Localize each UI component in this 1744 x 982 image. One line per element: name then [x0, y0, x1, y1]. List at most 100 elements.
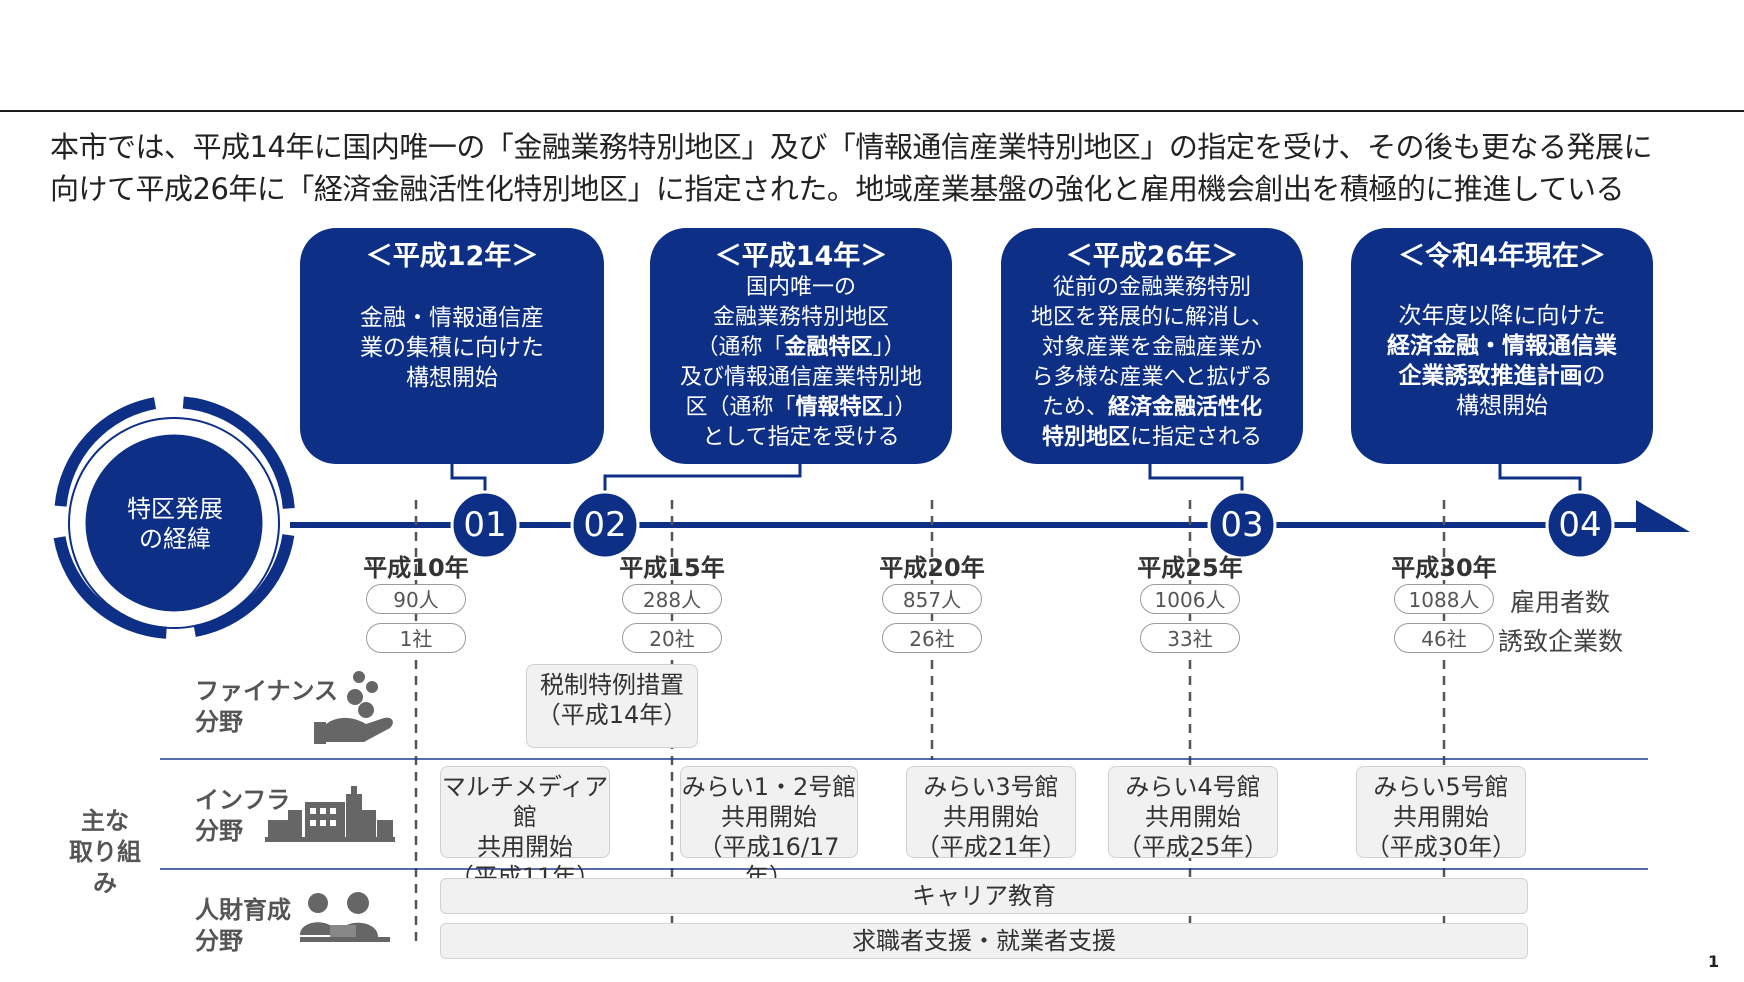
infra-box-line: 共用開始	[1145, 803, 1241, 831]
card-line: ら多様な産業へと拡げる	[1031, 365, 1273, 390]
card-line: 対象産業を金融産業か	[1041, 335, 1262, 360]
infra-box-line: 共用開始	[1393, 803, 1489, 831]
card-bold-text: 企業誘致推進計画	[1398, 363, 1583, 389]
hub-circle	[82, 431, 266, 615]
card-h14: ＜平成14年＞ 国内唯一の 金融業務特別地区 （通称「金融特区」） 及び情報通信…	[650, 228, 952, 464]
main-efforts-line-2: 取り組み	[69, 838, 141, 897]
infra-box-line: （平成30年）	[1365, 833, 1517, 861]
milestone-circle-02	[570, 490, 640, 560]
companies-label: 誘致企業数	[1498, 627, 1624, 656]
main-efforts-line-1: 主な	[81, 807, 129, 835]
card-line: 次年度以降に向けた	[1398, 303, 1606, 329]
companies-pill: 46社	[1394, 623, 1494, 653]
intro-line-2: 向けて平成26年に「経済金融活性化特別地区」に指定された。地域産業基盤の強化と雇…	[50, 172, 1625, 206]
category-infra-line-2: 分野	[195, 817, 243, 845]
hub-label: 特区発展 の経緯	[110, 494, 240, 554]
employees-label: 雇用者数	[1510, 588, 1611, 617]
card-body: 金融・情報通信産 業の集積に向けた 構想開始	[300, 303, 604, 393]
finance-box-line-2: （平成14年）	[536, 701, 688, 729]
milestone-number-04: 04	[1558, 505, 1602, 545]
infra-box-line: （平成25年）	[1117, 833, 1269, 861]
card-line: 金融・情報通信産	[360, 305, 544, 331]
card-line: 経済金融・情報通信業	[1359, 331, 1645, 361]
milestone-circle-01	[450, 490, 520, 560]
employees-pill: 1006人	[1140, 584, 1240, 614]
card-text: 」）	[872, 335, 906, 360]
card-line: 構想開始	[1456, 393, 1548, 419]
category-hr-line-1: 人財育成	[195, 896, 291, 924]
page-number: 1	[1708, 952, 1720, 971]
career-education-bar: キャリア教育	[440, 878, 1528, 914]
employees-pill: 90人	[366, 584, 466, 614]
header-divider	[0, 110, 1744, 112]
card-bold-text: 経済金融・情報通信業	[1387, 333, 1617, 359]
card-title: ＜令和4年現在＞	[1398, 241, 1606, 272]
card-line: 金融業務特別地区	[712, 305, 889, 330]
infra-box: みらい1・2号館 共用開始 （平成16/17年）	[680, 766, 858, 891]
infra-box-line: （平成21年）	[915, 833, 1067, 861]
card-line: 従前の金融業務特別	[1052, 275, 1251, 300]
employees-pill: 857人	[882, 584, 982, 614]
infra-box: みらい5号館 共用開始 （平成30年）	[1356, 766, 1526, 861]
finance-tax-box: 税制特例措置 （平成14年）	[526, 664, 698, 748]
hub-ring	[53, 396, 295, 639]
year-label-h30: 平成30年	[1391, 554, 1497, 582]
card-bold-text: 情報特区	[795, 395, 884, 420]
category-finance-line-1: ファイナンス	[195, 677, 339, 705]
card-line: 特別地区に指定される	[1009, 423, 1295, 453]
card-line: （通称「金融特区」）	[658, 333, 944, 363]
card-line: ため、経済金融活性化	[1009, 393, 1295, 423]
intro-line-1: 本市では、平成14年に国内唯一の「金融業務特別地区」及び「情報通信産業特別地区」…	[50, 130, 1652, 164]
card-connectors	[450, 463, 1582, 500]
milestone-number-01: 01	[463, 505, 507, 545]
infra-box-line: マルチメディア館	[441, 773, 609, 831]
card-text: の	[1582, 363, 1606, 389]
card-title: ＜平成26年＞	[1065, 241, 1239, 272]
infra-box: みらい3号館 共用開始 （平成21年）	[906, 766, 1076, 861]
card-text: ため、	[1041, 395, 1108, 420]
milestone-circle-04	[1545, 490, 1615, 560]
year-label-h15: 平成15年	[619, 554, 725, 582]
card-body: 従前の金融業務特別 地区を発展的に解消し、 対象産業を金融産業か ら多様な産業へ…	[1001, 273, 1303, 453]
category-infra-line-1: インフラ	[195, 786, 291, 814]
card-text: （通称「	[696, 335, 785, 360]
card-line: として指定を受ける	[702, 425, 900, 450]
card-body: 次年度以降に向けた 経済金融・情報通信業 企業誘致推進計画の 構想開始	[1351, 301, 1653, 421]
companies-pill: 20社	[622, 623, 722, 653]
milestone-circle-03	[1207, 490, 1277, 560]
card-text: に指定される	[1130, 425, 1263, 450]
category-hr-line-2: 分野	[195, 927, 243, 955]
card-title: ＜平成12年＞	[365, 241, 539, 272]
year-label-h25: 平成25年	[1137, 554, 1243, 582]
card-line: 区（通称「情報特区」）	[658, 393, 944, 423]
infra-box-line: 共用開始	[477, 833, 573, 861]
card-line: 構想開始	[406, 365, 498, 391]
card-bold-text: 特別地区	[1041, 425, 1130, 450]
card-line: 企業誘致推進計画の	[1359, 361, 1645, 391]
people-computer-icon	[300, 892, 390, 942]
hub-label-line-2: の経緯	[139, 525, 211, 553]
milestone-number-03: 03	[1220, 505, 1264, 545]
infra-box-line: （平成16/17年）	[698, 833, 840, 891]
card-h26: ＜平成26年＞ 従前の金融業務特別 地区を発展的に解消し、 対象産業を金融産業か…	[1001, 228, 1303, 464]
category-infra: インフラ 分野	[195, 785, 290, 847]
year-label-h20: 平成20年	[879, 554, 985, 582]
category-finance: ファイナンス 分野	[195, 676, 338, 738]
year-label-h10: 平成10年	[363, 554, 469, 582]
card-line: 及び情報通信産業特別地	[679, 365, 922, 390]
card-title: ＜平成14年＞	[714, 241, 888, 272]
card-line: 業の集積に向けた	[360, 335, 544, 361]
companies-pill: 26社	[882, 623, 982, 653]
hub-label-line-1: 特区発展	[127, 495, 223, 523]
card-line: 地区を発展的に解消し、	[1030, 305, 1273, 330]
employees-pill: 1088人	[1394, 584, 1494, 614]
card-r4: ＜令和4年現在＞ 次年度以降に向けた 経済金融・情報通信業 企業誘致推進計画の …	[1351, 228, 1653, 464]
card-text: 区（通称「	[685, 395, 796, 420]
category-finance-line-2: 分野	[195, 708, 243, 736]
employees-pill: 288人	[622, 584, 722, 614]
milestone-number-02: 02	[583, 505, 627, 545]
card-body: 国内唯一の 金融業務特別地区 （通称「金融特区」） 及び情報通信産業特別地 区（…	[650, 273, 952, 453]
companies-pill: 1社	[366, 623, 466, 653]
infra-box: マルチメディア館 共用開始 （平成11年）	[440, 766, 610, 891]
